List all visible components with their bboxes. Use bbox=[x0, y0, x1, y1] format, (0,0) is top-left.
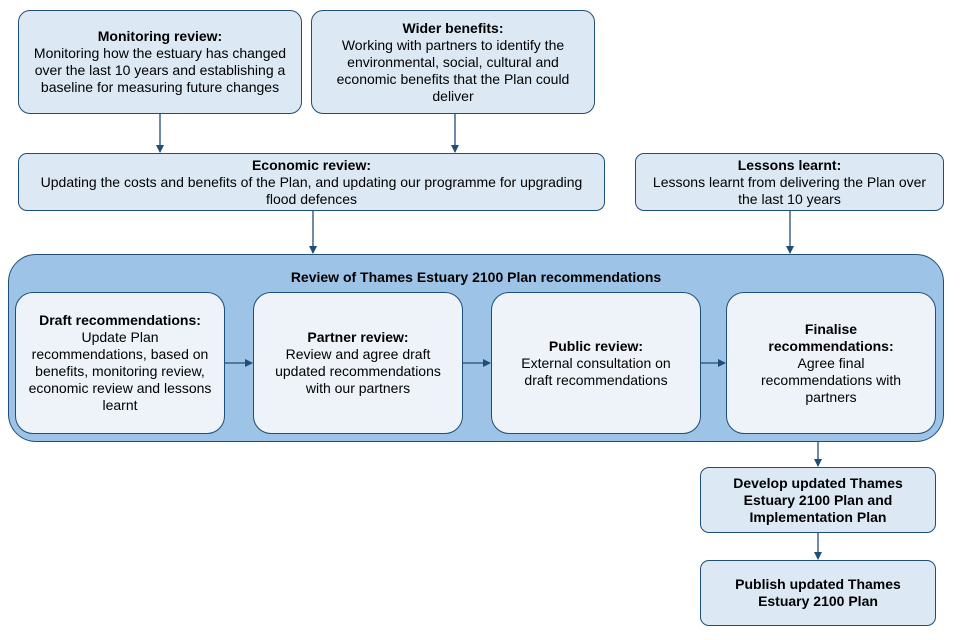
draft-recommendations-title: Draft recommendations: bbox=[39, 312, 201, 328]
monitoring-review-title: Monitoring review: bbox=[97, 28, 223, 44]
finalise-recommendations-text: Agree final recommendations with partner… bbox=[760, 354, 902, 405]
partner-review-text: Review and agree draft updated recommend… bbox=[275, 346, 441, 396]
draft-recommendations-text: Update Plan recommendations, based on be… bbox=[28, 329, 212, 413]
monitoring-review-text: Monitoring how the estuary has changed o… bbox=[33, 45, 287, 95]
wider-benefits-title: Wider benefits: bbox=[402, 19, 504, 36]
publish-plan-box: Publish updated Thames Estuary 2100 Plan bbox=[700, 560, 936, 626]
wider-benefits-text: Working with partners to identify the en… bbox=[336, 36, 570, 104]
finalise-recommendations-title: Finalise recommendations: bbox=[768, 320, 894, 354]
public-review-title: Public review: bbox=[548, 337, 644, 354]
develop-plan-box: Develop updated Thames Estuary 2100 Plan… bbox=[700, 467, 936, 533]
monitoring-review-box: Monitoring review: Monitoring how the es… bbox=[18, 10, 302, 114]
publish-plan-title: Publish updated Thames Estuary 2100 Plan bbox=[735, 576, 901, 609]
economic-review-title: Economic review: bbox=[251, 156, 372, 173]
lessons-learnt-box: Lessons learnt: Lessons learnt from deli… bbox=[635, 153, 944, 211]
finalise-recommendations-box: Finalise recommendations: Agree final re… bbox=[726, 292, 936, 434]
partner-review-title: Partner review: bbox=[307, 329, 409, 345]
public-review-box: Public review: External consultation on … bbox=[491, 292, 701, 434]
draft-recommendations-box: Draft recommendations: Update Plan recom… bbox=[15, 292, 225, 434]
economic-review-box: Economic review: Updating the costs and … bbox=[18, 153, 605, 211]
develop-plan-title: Develop updated Thames Estuary 2100 Plan… bbox=[733, 474, 903, 525]
partner-review-box: Partner review: Review and agree draft u… bbox=[253, 292, 463, 434]
public-review-text: External consultation on draft recommend… bbox=[521, 354, 671, 388]
lessons-learnt-title: Lessons learnt: bbox=[737, 156, 842, 173]
wider-benefits-box: Wider benefits: Working with partners to… bbox=[311, 10, 595, 114]
economic-review-text: Updating the costs and benefits of the P… bbox=[40, 173, 583, 207]
lessons-learnt-text: Lessons learnt from delivering the Plan … bbox=[652, 173, 927, 207]
review-group-title: Review of Thames Estuary 2100 Plan recom… bbox=[290, 269, 662, 285]
